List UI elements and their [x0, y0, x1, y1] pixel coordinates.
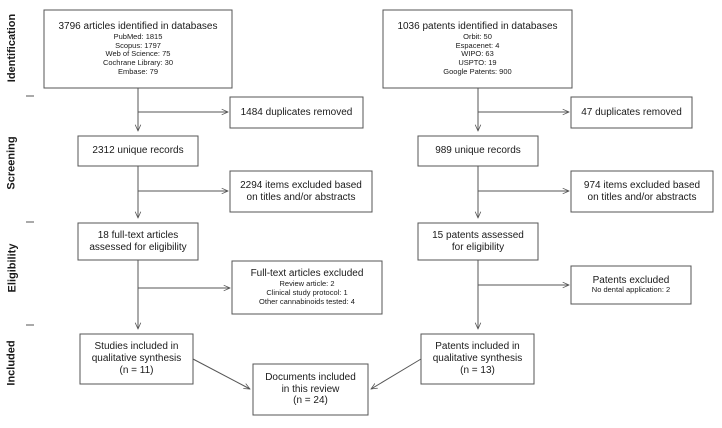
connector-studies-to-documents: [192, 358, 250, 390]
box-patents-excluded: [570, 265, 692, 305]
box-patents-identified: [382, 9, 573, 89]
box-documents-included: [252, 363, 369, 416]
box-articles-duplicates: [229, 96, 364, 129]
box-articles-unique: [77, 135, 199, 167]
box-patents-assessed: [417, 222, 539, 261]
box-patents-unique: [417, 135, 539, 167]
box-fulltext-excluded: [231, 260, 383, 315]
box-articles-fulltext: [77, 222, 199, 261]
box-studies-included: [79, 333, 194, 385]
box-patents-included: [420, 333, 535, 385]
box-articles-excluded-titles: [229, 170, 373, 213]
box-articles-identified: [43, 9, 233, 89]
box-patents-duplicates: [570, 96, 693, 129]
connector-patents-to-documents: [371, 358, 422, 389]
box-patents-excluded-titles: [570, 170, 714, 213]
